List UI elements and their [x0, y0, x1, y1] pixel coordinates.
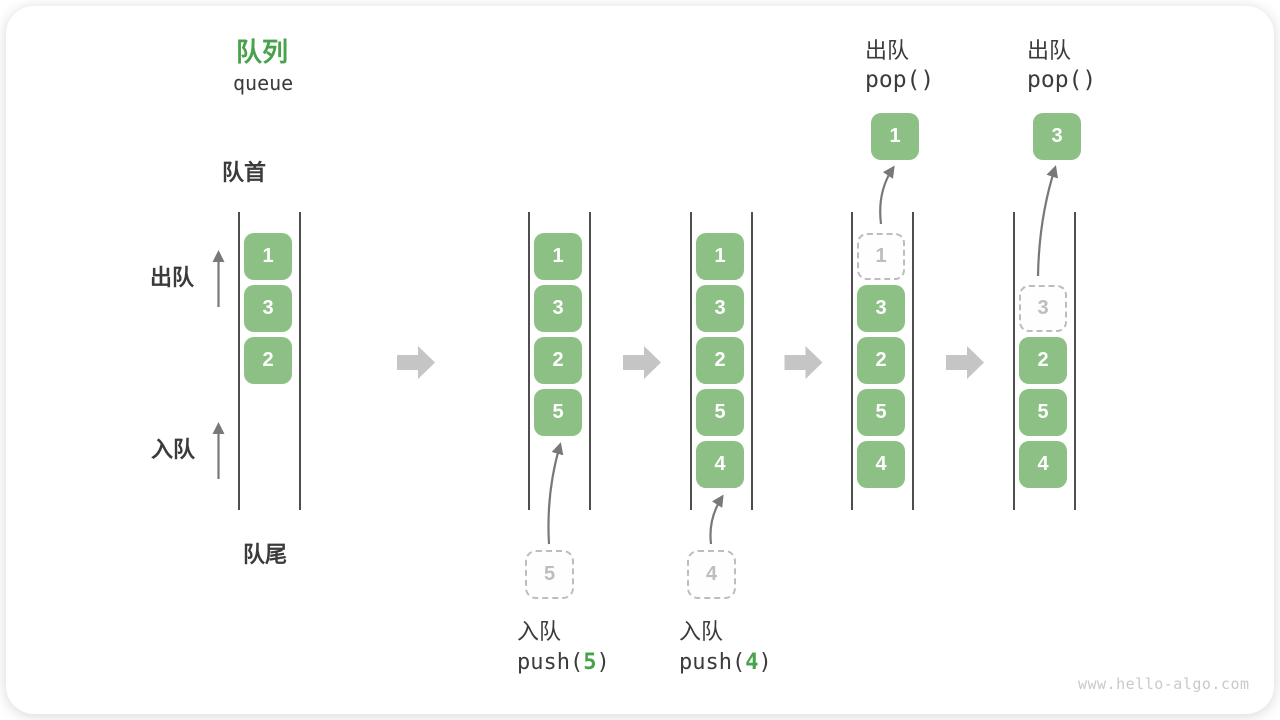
push-code-arg: 5	[583, 650, 597, 675]
dequeue-code: pop()	[1027, 67, 1097, 93]
queue-rear-label: 队尾	[243, 542, 288, 567]
queue-item: 4	[696, 441, 744, 488]
enqueue-ghost-item: 4	[687, 550, 736, 599]
dequeue-action-label: 出队	[865, 38, 910, 63]
queue-item: 3	[244, 285, 292, 332]
push-code-prefix: push(	[517, 650, 584, 675]
push-code-prefix: push(	[679, 650, 746, 675]
popped-item: 1	[871, 113, 919, 160]
transition-arrow-icon	[623, 346, 661, 379]
queue-wall-line	[689, 212, 692, 510]
diagram-title: 队列	[236, 37, 289, 67]
queue-item: 5	[1019, 389, 1067, 436]
queue-item: 2	[696, 337, 744, 384]
queue-wall-line	[298, 212, 301, 510]
transition-arrow-icon	[784, 346, 823, 379]
queue-item: 2	[857, 337, 905, 384]
queue-item: 5	[534, 389, 582, 436]
queue-wall-line	[750, 212, 753, 510]
queue-item: 4	[1019, 441, 1067, 488]
enqueue-side-label: 入队	[151, 437, 196, 462]
queue-item: 2	[1019, 337, 1067, 384]
queue-wall-line	[527, 212, 530, 510]
transition-arrow-icon	[397, 346, 435, 379]
push-arrow-icon	[547, 442, 564, 545]
queue-wall-line	[911, 212, 914, 510]
diagram-subtitle: queue	[233, 71, 294, 95]
queue-item: 3	[534, 285, 582, 332]
queue-item: 1	[534, 233, 582, 280]
dequeue-action-label: 出队	[1027, 38, 1072, 63]
transition-arrow-icon	[946, 346, 984, 379]
dequeue-code: pop()	[865, 67, 935, 93]
pop-arrow-icon	[879, 165, 895, 225]
enqueue-ghost-item: 5	[525, 550, 574, 599]
queue-item: 3	[696, 285, 744, 332]
push-arrow-icon	[709, 494, 724, 545]
queue-item: 5	[696, 389, 744, 436]
queue-item: 5	[857, 389, 905, 436]
popped-item: 3	[1033, 113, 1081, 160]
queue-wall-line	[588, 212, 591, 510]
queue-item: 3	[857, 285, 905, 332]
enqueue-code: push(4)	[679, 650, 772, 675]
watermark: www.hello-algo.com	[1078, 675, 1250, 693]
queue-wall-line	[237, 212, 240, 510]
queue-item: 4	[857, 441, 905, 488]
queue-wall-line	[1073, 212, 1076, 510]
push-code-arg: 4	[745, 650, 759, 675]
queue-item: 1	[244, 233, 292, 280]
queue-item: 2	[534, 337, 582, 384]
enqueue-code: push(5)	[517, 650, 610, 675]
queue-wall-line	[1012, 212, 1015, 510]
push-code-suffix: )	[758, 650, 772, 675]
dequeue-side-label: 出队	[150, 265, 195, 290]
enqueue-action-label: 入队	[517, 619, 562, 644]
enqueue-action-label: 入队	[679, 619, 724, 644]
pop-arrow-icon	[1036, 165, 1058, 277]
queue-item-dashed: 3	[1019, 285, 1067, 332]
queue-item: 1	[696, 233, 744, 280]
queue-wall-line	[850, 212, 853, 510]
push-code-suffix: )	[596, 650, 610, 675]
queue-item: 2	[244, 337, 292, 384]
queue-item-dashed: 1	[857, 233, 905, 280]
queue-front-label: 队首	[222, 160, 267, 185]
